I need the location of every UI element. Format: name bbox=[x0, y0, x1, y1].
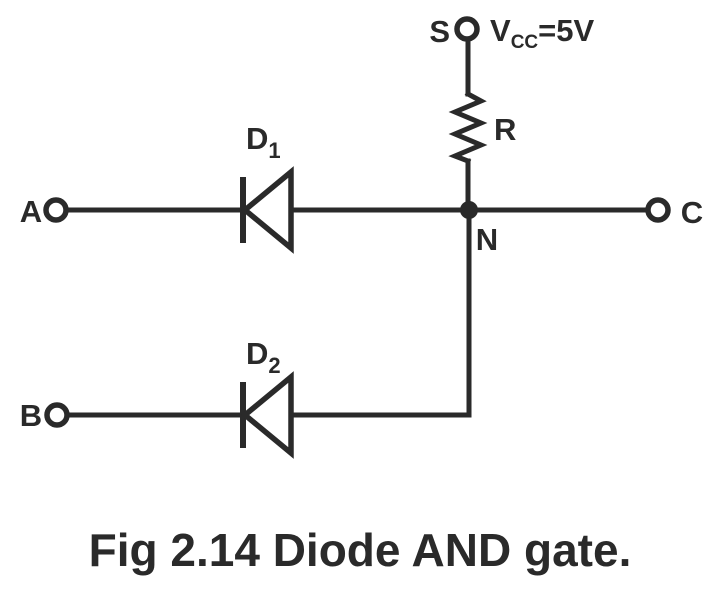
vcc-base: V bbox=[490, 13, 511, 48]
input-a-label: A bbox=[20, 194, 42, 229]
output-c-label: C bbox=[681, 195, 703, 230]
d1-base: D bbox=[246, 121, 268, 156]
supply-voltage-label: VCC=5V bbox=[490, 13, 594, 53]
d2-subscript: 2 bbox=[268, 353, 280, 378]
input-b-label: B bbox=[20, 398, 42, 433]
vcc-value: =5V bbox=[538, 13, 594, 48]
input-terminal-b bbox=[44, 402, 70, 428]
resistor-label: R bbox=[494, 112, 516, 147]
diode-d1-icon bbox=[240, 166, 294, 254]
diode-d2-icon bbox=[240, 371, 294, 459]
resistor-icon bbox=[448, 90, 488, 165]
diode-d2-label: D2 bbox=[246, 336, 281, 378]
d1-subscript: 1 bbox=[268, 138, 280, 163]
supply-terminal-label: S bbox=[429, 14, 450, 49]
input-terminal-a bbox=[43, 197, 69, 223]
node-n-junction-dot bbox=[460, 201, 478, 219]
supply-terminal-s bbox=[454, 16, 480, 42]
figure-caption: Fig 2.14 Diode AND gate. bbox=[89, 524, 632, 576]
node-label: N bbox=[476, 222, 498, 257]
d2-base: D bbox=[246, 336, 268, 371]
output-terminal-c bbox=[645, 197, 671, 223]
vcc-subscript: CC bbox=[511, 32, 539, 53]
diode-d1-label: D1 bbox=[246, 121, 281, 163]
